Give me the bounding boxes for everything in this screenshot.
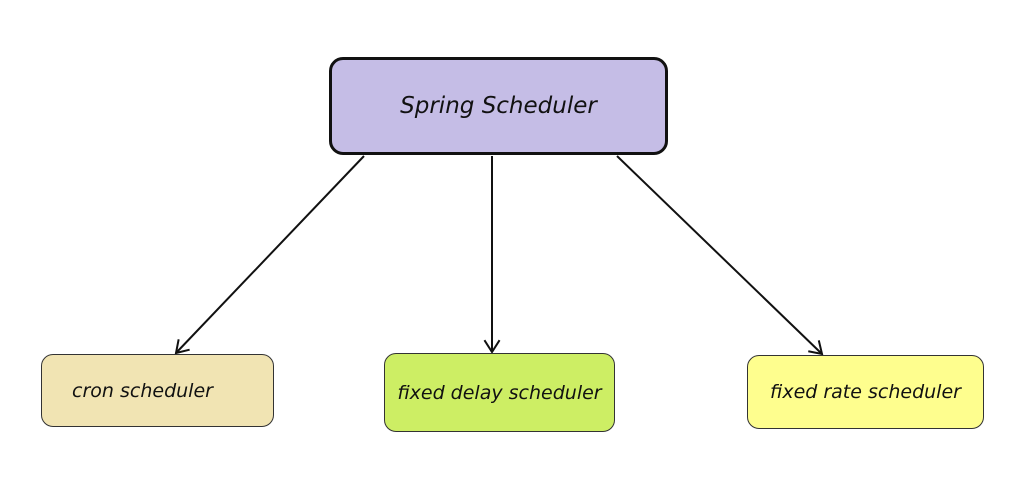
child-node-label: cron scheduler xyxy=(72,379,213,402)
edge-arrowhead xyxy=(808,340,824,356)
edge-line xyxy=(616,155,823,355)
edge-arrowhead xyxy=(174,339,190,355)
root-node-label: Spring Scheduler xyxy=(400,93,597,119)
root-node-spring-scheduler: Spring Scheduler xyxy=(329,57,668,155)
child-node-label: fixed rate scheduler xyxy=(770,381,961,403)
child-node-label: fixed delay scheduler xyxy=(397,381,602,404)
child-node-cron-scheduler: cron scheduler xyxy=(41,354,274,427)
child-node-fixed-delay-scheduler: fixed delay scheduler xyxy=(384,353,615,432)
edge-line xyxy=(175,155,365,354)
edge-arrowhead xyxy=(483,339,501,354)
child-node-fixed-rate-scheduler: fixed rate scheduler xyxy=(747,355,984,429)
